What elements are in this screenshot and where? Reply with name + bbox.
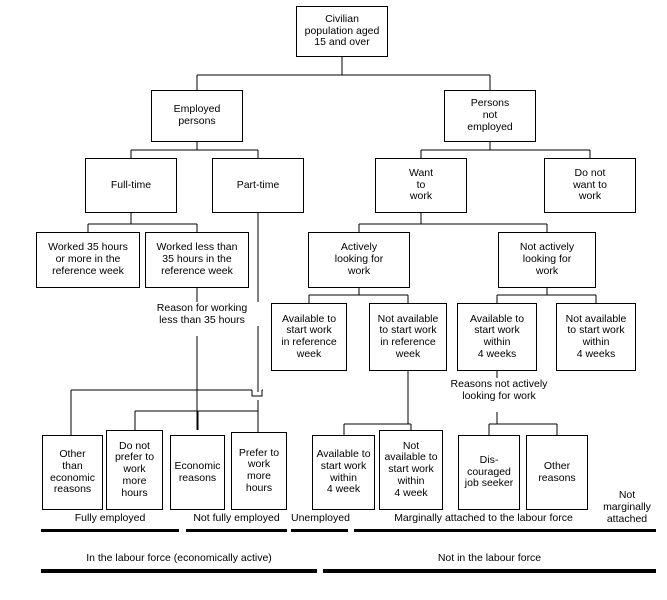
node-available-within-4-week-2[interactable]: Available to start work within 4 week <box>312 435 375 510</box>
node-part-time[interactable]: Part-time <box>212 158 304 213</box>
node-not-available-4-week-2[interactable]: Not available to start work within 4 wee… <box>379 430 443 510</box>
bracket-label-unemployed: Unemployed <box>291 512 350 524</box>
node-not-available-4-weeks[interactable]: Not available to start work within 4 wee… <box>556 303 636 371</box>
node-discouraged-job-seeker[interactable]: Dis- couraged job seeker <box>458 435 520 510</box>
node-employed-persons[interactable]: Employed persons <box>151 90 243 142</box>
bracket-not-fully-employed: Not fully employed <box>186 512 287 535</box>
node-actively-looking[interactable]: Actively looking for work <box>308 232 410 288</box>
node-worked-35-or-more[interactable]: Worked 35 hours or more in the reference… <box>36 232 140 288</box>
bracket-in-labour-force: In the labour force (economically active… <box>41 552 317 577</box>
bracket-label-not-marginally-attached: Not marginally attached <box>603 489 651 525</box>
bracket-bar <box>598 529 656 532</box>
node-other-than-economic[interactable]: Other than economic reasons <box>42 435 103 510</box>
node-do-not-prefer-more-hours[interactable]: Do not prefer to work more hours <box>106 430 163 510</box>
label-reasons-not-actively: Reasons not actively looking for work <box>435 378 563 403</box>
node-economic-reasons[interactable]: Economic reasons <box>170 435 225 510</box>
node-available-ref-week[interactable]: Available to start work in reference wee… <box>271 303 347 371</box>
node-other-reasons[interactable]: Other reasons <box>526 435 588 510</box>
bracket-unemployed: Unemployed <box>291 512 350 535</box>
bracket-bar <box>41 569 317 573</box>
bracket-label-fully-employed: Fully employed <box>74 512 146 524</box>
bracket-label-marginally-attached: Marginally attached to the labour force <box>394 512 573 524</box>
bracket-bar <box>354 529 613 532</box>
bracket-label-in-labour-force: In the labour force (economically active… <box>86 552 272 564</box>
bracket-bar <box>291 529 348 532</box>
node-not-actively-looking[interactable]: Not actively looking for work <box>498 232 596 288</box>
bracket-bar <box>323 569 656 573</box>
node-want-to-work[interactable]: Want to work <box>375 158 467 213</box>
node-full-time[interactable]: Full-time <box>85 158 177 213</box>
node-persons-not-employed[interactable]: Persons not employed <box>444 90 536 142</box>
label-reason-for-working-less: Reason for working less than 35 hours <box>142 302 262 327</box>
node-available-within-4-weeks[interactable]: Available to start work within 4 weeks <box>457 303 537 371</box>
bracket-label-not-in-labour-force: Not in the labour force <box>437 552 542 564</box>
node-not-available-ref-week[interactable]: Not available to start work in reference… <box>369 303 447 371</box>
node-prefer-more-hours[interactable]: Prefer to work more hours <box>231 432 287 510</box>
node-do-not-want-to-work[interactable]: Do not want to work <box>544 158 636 213</box>
bracket-label-not-fully-employed: Not fully employed <box>193 512 280 524</box>
bracket-bar <box>186 529 287 532</box>
bracket-not-marginally-attached: Not marginally attached <box>598 489 656 535</box>
bracket-not-in-labour-force: Not in the labour force <box>323 552 656 577</box>
bracket-marginally-attached: Marginally attached to the labour force <box>354 512 613 535</box>
node-civilian-population[interactable]: Civilian population aged 15 and over <box>296 6 388 57</box>
bracket-fully-employed: Fully employed <box>41 512 179 535</box>
node-worked-less-than-35[interactable]: Worked less than 35 hours in the referen… <box>145 232 249 288</box>
bracket-bar <box>41 529 179 532</box>
